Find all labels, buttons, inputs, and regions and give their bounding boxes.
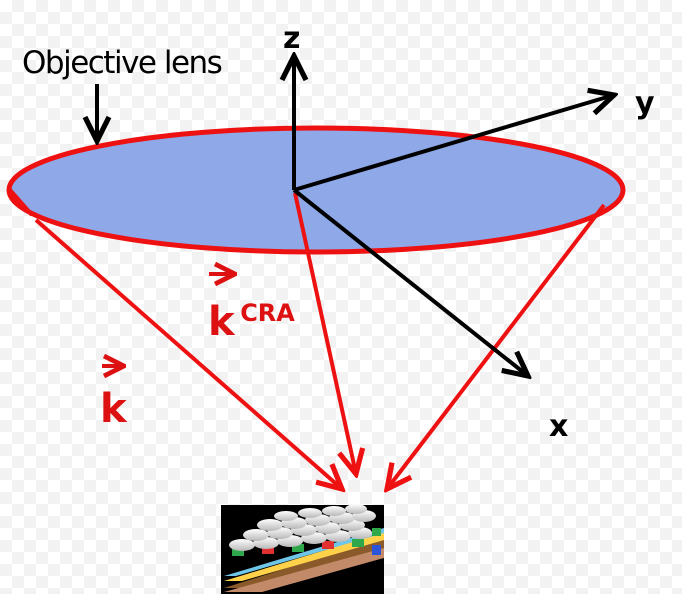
k-cra-base: k [208, 299, 236, 345]
z-axis-label: z [283, 21, 300, 56]
k-vector-label: k [100, 386, 128, 432]
ray-cone [8, 188, 606, 489]
x-axis [292, 188, 528, 376]
ray-left-edge [8, 188, 34, 217]
image-sensor-microlens-array-icon [221, 504, 384, 594]
objective-lens [6, 125, 626, 255]
ray-right [387, 203, 606, 489]
objective-lens-label: Objective lens [22, 45, 222, 81]
k-cra-superscript: CRA [240, 299, 295, 327]
ray-left [34, 218, 342, 489]
y-axis-label: y [635, 86, 655, 121]
axes [294, 56, 614, 376]
x-axis-label: x [549, 409, 568, 444]
k-cra-label: k CRA [208, 299, 295, 345]
y-axis [293, 95, 614, 192]
ray-chief [293, 192, 356, 474]
